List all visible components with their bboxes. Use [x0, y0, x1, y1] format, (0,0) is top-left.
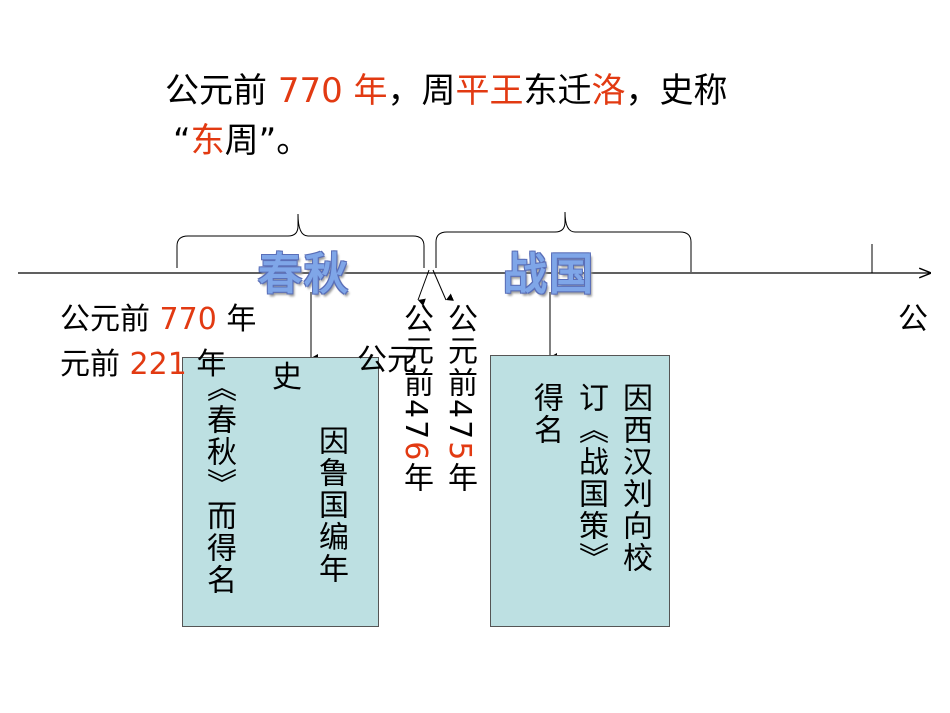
chunqiu-brace	[176, 213, 425, 268]
period-label-zhanguo: 战国	[503, 249, 595, 300]
year-475-num-red: 5	[442, 441, 477, 463]
text-segment: “	[173, 121, 191, 161]
year-476-num: 47	[398, 399, 433, 442]
text-segment: 东	[190, 121, 225, 161]
chunqiu-box-top-char: 史	[272, 360, 302, 395]
year-475-label: 公元前475年	[439, 303, 479, 494]
text-segment: 周”。	[224, 121, 311, 161]
year-476-prefix: 公元前	[398, 303, 433, 399]
text-segment: 年	[186, 347, 227, 382]
text-segment: 洛	[591, 71, 626, 111]
text-segment: 元前	[60, 347, 130, 382]
zhanguo-box-col-left: 得名	[528, 382, 563, 446]
zhanguo-explanation-box	[490, 355, 670, 627]
text-segment: 770	[159, 302, 217, 337]
pointer-476	[417, 269, 430, 307]
chunqiu-explanation-box	[182, 357, 379, 627]
title-text: 公元前 770 年，周平王东迁洛，史称 “东周”。	[165, 66, 728, 166]
start-year-label: 公元前 770 年	[60, 300, 256, 340]
right-edge-label: 公	[898, 302, 928, 337]
title-line-1: 公元前 770 年，周平王东迁洛，史称	[165, 66, 728, 116]
chunqiu-box-col-right: 因鲁国编年	[313, 425, 348, 585]
year-476-num-red: 6	[398, 441, 433, 463]
zhanguo-box-col-mid: 订《战国策》	[573, 382, 608, 574]
chunqiu-box-col-left: 《春秋》而得名	[201, 372, 236, 596]
text-segment: 221	[129, 347, 187, 382]
overlap-label: 公元	[357, 343, 417, 378]
zhanguo-brace	[435, 211, 692, 272]
text-segment: 公元前	[165, 71, 278, 111]
period-label-chunqiu: 春秋	[258, 249, 350, 300]
year-475-num: 47	[442, 399, 477, 442]
zhanguo-box-col-right: 因西汉刘向校	[617, 382, 652, 574]
text-segment: 东迁	[523, 71, 592, 111]
year-476-label: 公元前476年	[395, 303, 435, 494]
text-segment: ，史称	[625, 71, 728, 111]
end-year-label: 元前 221 年	[60, 345, 226, 385]
year-475-suffix: 年	[442, 462, 477, 495]
year-475-prefix: 公元前	[442, 303, 477, 399]
text-segment: 平王	[455, 71, 524, 111]
text-segment: ，周	[387, 71, 456, 111]
pointer-475	[432, 269, 455, 301]
year-476-suffix: 年	[398, 462, 433, 495]
text-segment: 770 年	[277, 71, 388, 111]
title-line-2: “东周”。	[173, 116, 728, 166]
text-segment: 年	[216, 302, 257, 337]
text-segment: 公元前	[60, 302, 160, 337]
